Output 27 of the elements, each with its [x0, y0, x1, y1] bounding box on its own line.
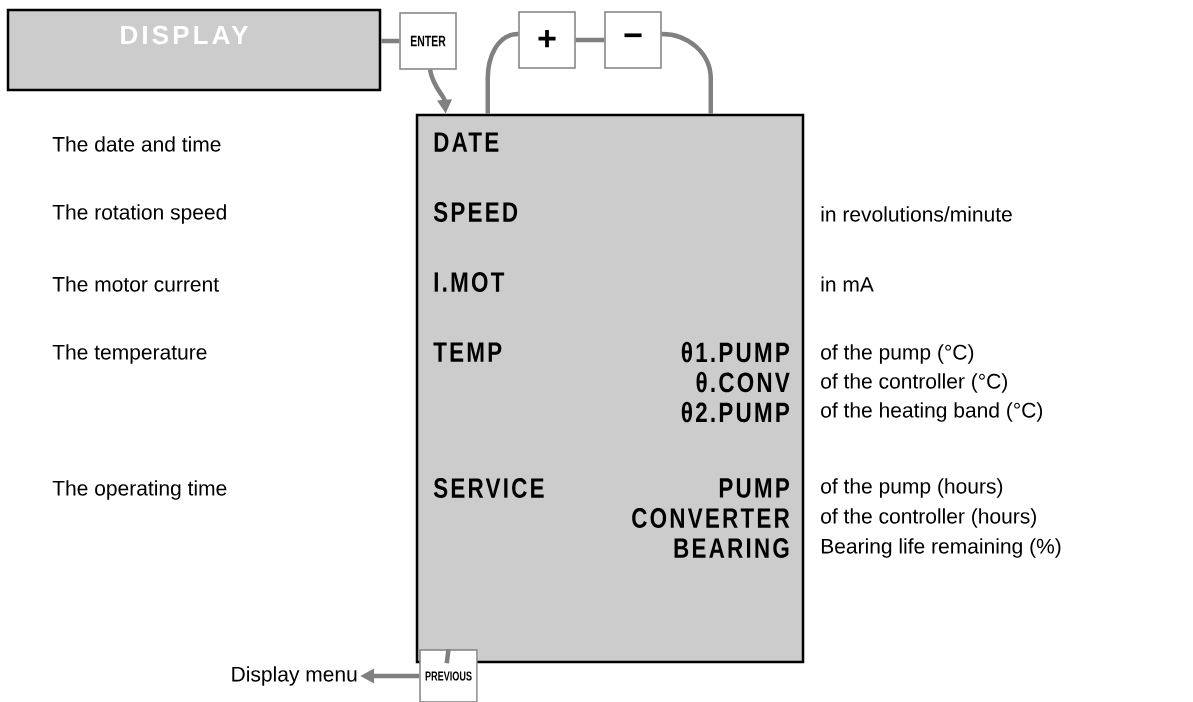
screen-label: SPEED: [433, 202, 518, 222]
key-button: +: [518, 11, 576, 69]
screen-label: CONVERTER: [632, 508, 790, 528]
description-text: The operating time: [52, 480, 227, 500]
key-button: PREVIOUS: [419, 649, 478, 702]
screen-label: I.MOT: [434, 272, 505, 292]
screen-label: PUMP: [719, 478, 789, 498]
connector: [485, 31, 519, 114]
screen-label: SERVICE: [433, 478, 544, 498]
connector: [444, 649, 451, 664]
key-button: −: [604, 11, 662, 69]
description-text: The motor current: [52, 276, 219, 292]
connector: [381, 38, 400, 44]
description-text: The date and time: [52, 136, 221, 152]
screen-label: BEARING: [674, 538, 789, 558]
connector: [661, 31, 713, 114]
description-text: The rotation speed: [52, 204, 226, 224]
key-button: ENTER: [399, 12, 457, 70]
unit-text: Bearing life remaining (%): [821, 538, 1061, 558]
screen-label: θ2.PUMP: [681, 401, 790, 423]
screen-label: θ1.PUMP: [681, 341, 790, 363]
menu-text: Display menu: [232, 666, 357, 686]
connector: [575, 37, 605, 43]
screen-label: θ.CONV: [696, 371, 790, 393]
description-text: The temperature: [52, 344, 207, 364]
screen-label: TEMP: [433, 342, 502, 362]
screen-label: DATE: [434, 132, 499, 152]
